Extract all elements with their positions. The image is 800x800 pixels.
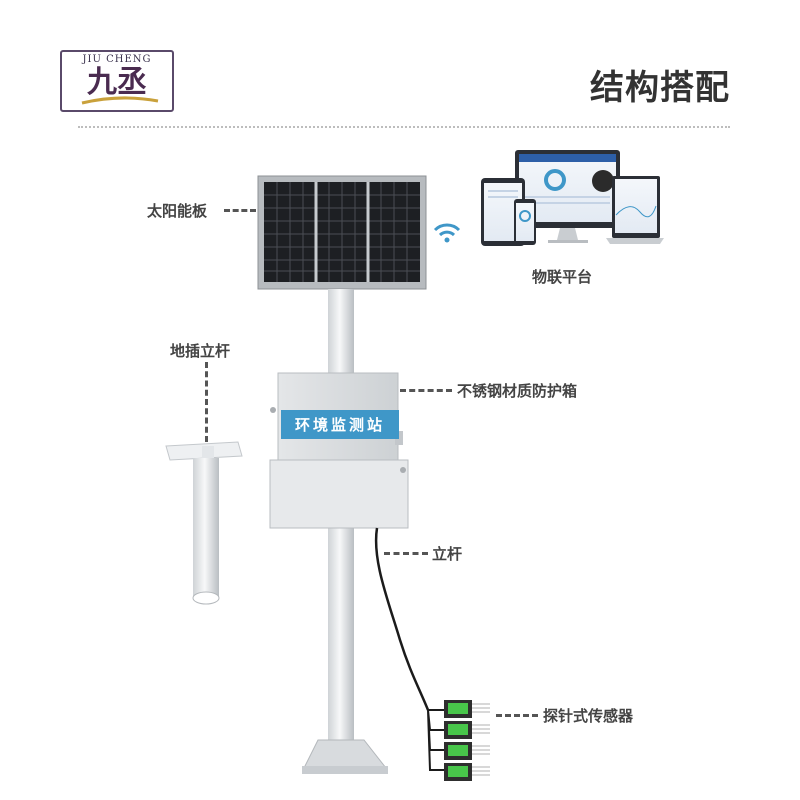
probe-sensor-leader xyxy=(496,714,538,717)
probe-sensor-label: 探针式传感器 xyxy=(543,707,634,725)
iot-devices xyxy=(481,150,664,246)
logo-english-text: JIU CHENG xyxy=(82,54,152,65)
pole-leader xyxy=(384,552,428,555)
header-divider xyxy=(78,126,730,128)
station-name-label: 环境监测站 xyxy=(281,410,400,439)
ground-pole-label: 地插立杆 xyxy=(170,342,231,360)
solar-panel-label: 太阳能板 xyxy=(147,202,208,220)
solar-panel xyxy=(257,175,427,290)
protective-box xyxy=(269,372,409,529)
solar-panel-leader xyxy=(224,209,256,212)
ground-pole xyxy=(165,441,243,605)
wifi-icon xyxy=(433,223,461,243)
logo-swoosh-icon xyxy=(81,96,159,105)
iot-platform-label: 物联平台 xyxy=(532,268,593,286)
steel-box-leader xyxy=(400,389,452,392)
ground-pole-leader xyxy=(205,362,208,442)
logo-chinese-text: 九丞 xyxy=(87,65,147,100)
brand-logo: JIU CHENG 九丞 xyxy=(60,50,174,112)
pole-label: 立杆 xyxy=(432,545,463,563)
probe-sensors xyxy=(444,700,490,781)
steel-box-label: 不锈钢材质防护箱 xyxy=(457,382,578,400)
page-title: 结构搭配 xyxy=(590,68,730,108)
